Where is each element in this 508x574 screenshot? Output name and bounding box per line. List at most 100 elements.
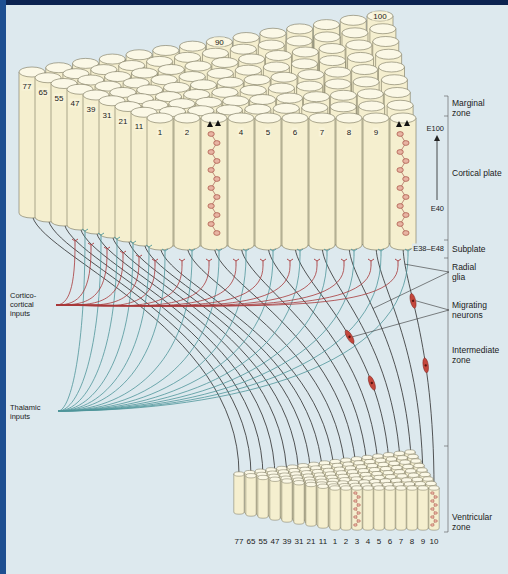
column-top	[387, 100, 413, 110]
thalamic-terminal	[378, 249, 384, 256]
column-body	[396, 488, 406, 530]
column-top	[386, 457, 396, 461]
migrating-neuron	[422, 358, 429, 374]
neuron-cell	[208, 150, 214, 155]
column-body	[234, 474, 244, 514]
column-top	[292, 47, 318, 57]
column-top	[201, 113, 227, 123]
neuron-cell	[354, 492, 358, 495]
column-top	[352, 65, 378, 75]
zone-tick	[444, 96, 448, 97]
column-top	[217, 77, 243, 87]
column-top	[330, 486, 340, 490]
column-number: 21	[306, 537, 317, 546]
column-body	[228, 118, 254, 250]
column-top	[354, 461, 364, 465]
column-top	[381, 466, 391, 470]
radial-column	[352, 486, 362, 530]
column-top	[271, 72, 297, 82]
neuron-body	[422, 358, 429, 374]
column-number: 9	[373, 128, 379, 137]
column-number: 39	[86, 105, 97, 114]
column-body	[318, 486, 328, 528]
column-top	[287, 24, 313, 34]
cortico-terminal	[88, 243, 94, 250]
neuron-cell	[397, 186, 403, 191]
radial-glia-fiber	[32, 213, 239, 474]
thalamic-terminal	[351, 249, 357, 256]
column-body	[309, 118, 335, 250]
column-top	[126, 50, 152, 60]
neuron-cell	[431, 508, 435, 511]
column-top	[206, 37, 232, 47]
thalamic-terminal	[114, 237, 120, 244]
age-label: E100	[425, 124, 445, 133]
cortico-cortical-axon	[56, 258, 123, 305]
cortico-cortical-axons	[56, 246, 398, 306]
neuron-nucleus	[412, 299, 415, 302]
neuron-nucleus	[348, 335, 351, 338]
column-number: 4	[365, 537, 371, 546]
leader-line	[353, 310, 449, 337]
thalamic-terminal	[297, 249, 303, 256]
column-top	[426, 481, 436, 485]
neuron-cell	[434, 512, 438, 515]
neuron-cell	[357, 512, 361, 515]
column-top	[429, 486, 439, 490]
zone-bracket	[448, 96, 449, 532]
neuron-cell	[208, 132, 214, 137]
zone-label: Ventricular zone	[452, 512, 502, 532]
zone-label: Marginal zone	[452, 98, 502, 118]
column-top	[394, 470, 404, 474]
thalamic-terminal	[216, 249, 222, 256]
radial-column	[330, 486, 340, 530]
radial-column	[306, 482, 316, 526]
neuron-stack	[207, 120, 221, 235]
thalamic-terminal	[243, 249, 249, 256]
column-top	[245, 104, 271, 114]
column-top	[273, 103, 299, 113]
thalamic-axon	[58, 256, 165, 411]
column-top	[390, 113, 416, 123]
age-label: E38–E48	[412, 244, 445, 253]
column-number: 31	[102, 110, 113, 119]
column-top	[376, 49, 402, 59]
radial-glia-fiber	[48, 217, 251, 476]
column-top	[423, 477, 433, 481]
neuron-stack	[354, 492, 361, 527]
neuron-cell	[403, 195, 409, 200]
radial-glia-fiber	[160, 245, 335, 488]
radial-glia-fiber	[349, 245, 412, 488]
column-number: 6	[292, 128, 298, 137]
thalamic-terminal	[189, 249, 195, 256]
neuron-cell	[397, 222, 403, 227]
column-top	[318, 484, 328, 488]
neuron-link	[211, 134, 217, 233]
cortico-terminal	[206, 259, 212, 266]
column-top	[367, 464, 377, 468]
column-top	[406, 469, 416, 473]
neuron-nucleus	[370, 381, 373, 384]
column-top	[291, 59, 317, 69]
column-top	[314, 32, 340, 42]
neuron-cell	[431, 500, 435, 503]
column-top	[415, 482, 425, 486]
column-body	[246, 476, 256, 516]
radial-column	[407, 486, 417, 530]
migrating-neuron	[409, 293, 418, 309]
radial-column	[429, 486, 439, 530]
radial-column	[294, 481, 304, 525]
radial-column	[363, 486, 373, 530]
column-top	[298, 70, 324, 80]
neuron-cell	[214, 195, 220, 200]
column-body	[352, 488, 362, 530]
radial-column	[246, 474, 256, 517]
column-top	[212, 58, 238, 68]
column-top	[319, 44, 345, 54]
zone-tick	[444, 116, 448, 117]
cortico-terminal	[179, 259, 185, 266]
column-top	[412, 477, 422, 481]
column-number: 1	[332, 537, 338, 546]
column-body	[258, 478, 268, 519]
column-top	[346, 40, 372, 50]
